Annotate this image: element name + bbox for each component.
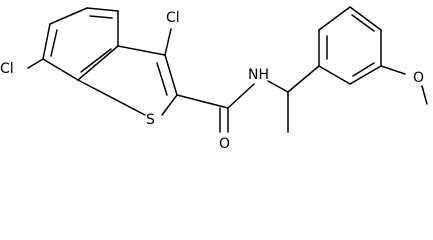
bond-ar6-ar1 [318,65,351,85]
chemical-structure-diagram: Cl Cl S O NH O [0,6,428,152]
atom-label-s: S [146,112,155,128]
bond-c5-c6 [49,7,88,25]
bond-c6-cl [27,58,44,69]
atom-label-cl-top: Cl [166,10,180,26]
bond-ar2-ar3 [318,6,351,31]
bond-c6-c7 [42,23,51,60]
bond-chiral-carbon-aryl [287,65,320,93]
bond-carbonyl-nitrogen [227,83,255,109]
bond-ar-inner-top [351,14,375,32]
bond-c2-carbonyl [176,94,229,109]
bond-nitrogen-chiral-carbon [267,80,289,93]
atom-label-nh: NH [248,67,269,83]
bond-inner-bottom [80,48,112,73]
atom-label-o-methoxy: O [413,70,424,86]
bond-c4-c5 [86,7,119,12]
atom-label-o-carbonyl: O [219,136,230,152]
bond-c2-s [161,94,178,116]
bond-ar-inner-bottom [352,62,375,77]
methoxyphenyl-ring [318,6,428,105]
amide-side-chain [176,65,320,133]
bond-s-c8 [77,79,146,116]
bond-c3-c2-double [156,62,168,96]
bond-c7-c8 [42,58,79,81]
bond-ar3-ar4 [349,6,382,31]
atom-label-cl-left: Cl [0,61,14,77]
chemical-structure-canvas: Cl Cl S O NH O [0,6,428,152]
bond-c3-c2 [164,54,178,96]
bond-c3a-c3 [117,45,166,56]
bond-c3-cl [164,28,172,56]
atom-labels: Cl Cl S O NH O [0,10,424,152]
bond-c8-c3a [77,45,119,81]
bond-ar5-ar6 [349,65,382,85]
benzothiophene-substituents [27,28,172,69]
bond-inner-left [50,29,58,57]
benzothiophene-core [42,7,178,116]
bond-methoxy-oxygen-methyl [421,85,428,105]
bond-inner-top [89,15,113,19]
bond-ar-methoxy-oxygen [380,65,406,75]
